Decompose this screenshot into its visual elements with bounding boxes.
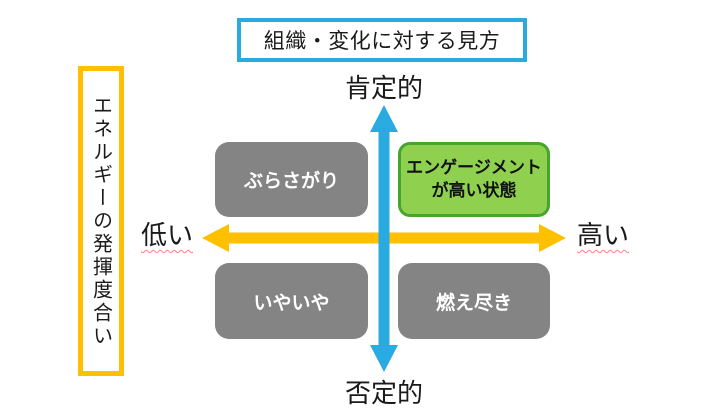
quadrant-label: ぶらさがり — [243, 171, 339, 192]
quadrant-hanging-on: ぶらさがり — [215, 142, 368, 217]
axis-label-negative: 否定的 — [344, 378, 423, 408]
quadrant-burnout: 燃え尽き — [398, 263, 550, 339]
energy-axis-text: エネルギーの発揮度合い — [89, 94, 112, 348]
quadrant-high-engagement: エンゲージメント が高い状態 — [398, 142, 550, 217]
left-arrowhead-icon — [202, 224, 229, 252]
up-arrowhead-icon — [370, 105, 398, 132]
axis-label-low: 低い — [140, 220, 193, 250]
title-text: 組織・変化に対する見方 — [263, 30, 501, 53]
horizontal-axis-arrow — [202, 224, 566, 252]
right-arrowhead-icon — [539, 224, 566, 252]
axis-label-positive: 肯定的 — [344, 73, 423, 103]
quadrant-label: 燃え尽き — [435, 292, 512, 314]
title-box: 組織・変化に対する見方 — [237, 18, 527, 62]
axis-label-high: 高い — [577, 220, 630, 250]
down-arrowhead-icon — [370, 345, 398, 372]
quadrant-label: エンゲージメント が高い状態 — [406, 157, 542, 200]
vertical-axis-arrow — [370, 105, 398, 372]
energy-axis-box: エネルギーの発揮度合い — [78, 66, 124, 376]
quadrant-reluctant: いやいや — [215, 263, 368, 339]
quadrant-label: いやいや — [253, 292, 330, 314]
